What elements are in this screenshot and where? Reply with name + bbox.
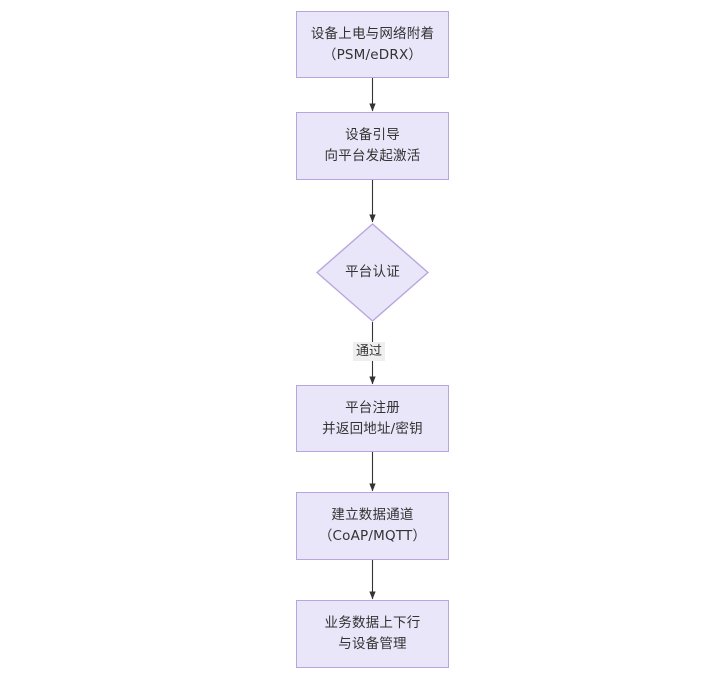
flow-node-platform-register[interactable]: 平台注册 并返回地址/密钥 bbox=[296, 385, 449, 452]
flow-node-line: （CoAP/MQTT） bbox=[318, 528, 427, 544]
flow-node-line: （PSM/eDRX） bbox=[322, 46, 423, 63]
flow-node-business-data-and-device-mgmt[interactable]: 业务数据上下行 与设备管理 bbox=[296, 600, 449, 668]
flow-node-platform-auth-decision[interactable]: 平台认证 bbox=[316, 223, 429, 322]
flow-node-device-bootstrap[interactable]: 设备引导 向平台发起激活 bbox=[296, 112, 449, 180]
flow-node-line: 建立数据通道 bbox=[331, 507, 414, 523]
flow-node-line: 平台注册 bbox=[345, 399, 400, 416]
diamond-shape-icon bbox=[316, 223, 429, 322]
edge-label-pass: 通过 bbox=[353, 342, 386, 361]
flow-node-line: 向平台发起激活 bbox=[324, 148, 421, 164]
flow-node-line: 设备引导 bbox=[345, 127, 400, 143]
flow-node-establish-data-channel[interactable]: 建立数据通道 （CoAP/MQTT） bbox=[296, 492, 449, 560]
flow-node-line: 设备上电与网络附着 bbox=[310, 25, 435, 42]
flow-node-line: 平台认证 bbox=[345, 264, 400, 280]
flow-node-device-power-on[interactable]: 设备上电与网络附着 （PSM/eDRX） bbox=[296, 11, 449, 78]
flow-node-line: 并返回地址/密钥 bbox=[322, 420, 423, 437]
flow-node-line: 业务数据上下行 bbox=[324, 615, 421, 631]
flow-node-line: 与设备管理 bbox=[338, 636, 407, 652]
